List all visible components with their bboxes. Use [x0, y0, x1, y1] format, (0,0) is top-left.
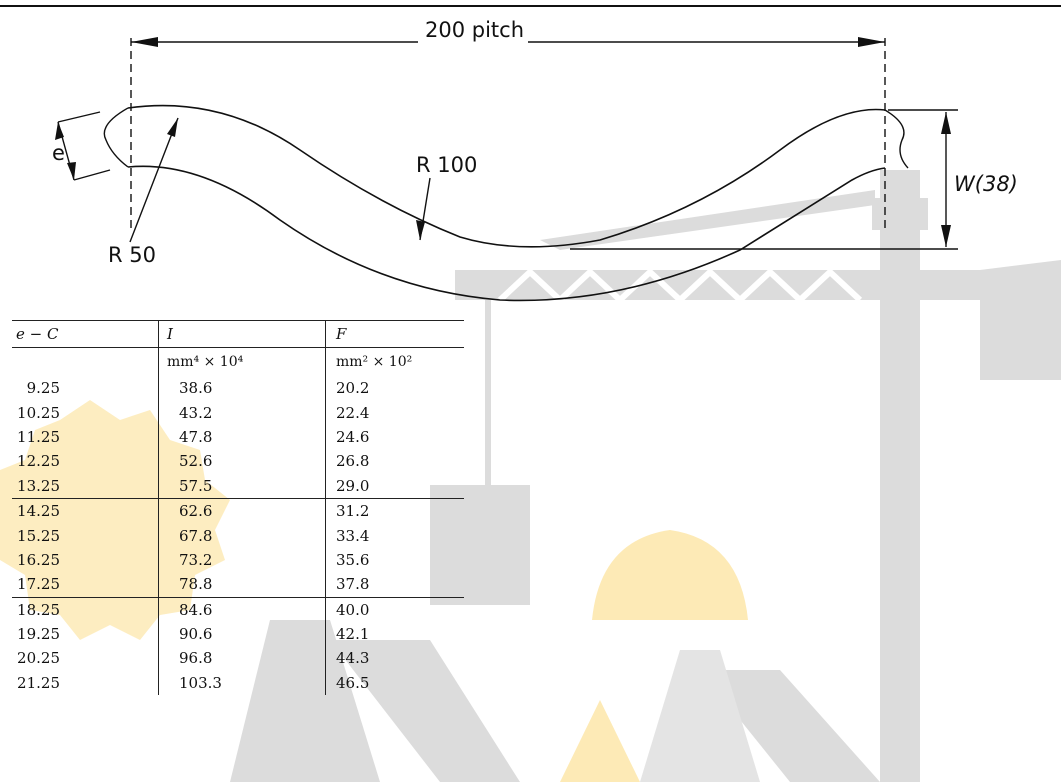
cell-e-minus-c: 18.25 [17, 600, 60, 619]
e-label: e [52, 141, 65, 165]
cell-e-minus-c: 11.25 [17, 427, 60, 446]
cell-e-minus-c: 17.25 [17, 575, 60, 594]
cell-i: 57.5 [158, 473, 326, 499]
r50-arrowhead [167, 118, 178, 137]
cell-i: 73.2 [158, 547, 326, 573]
watermark-truss [497, 267, 863, 305]
cell-f: 26.8 [325, 449, 464, 474]
cell-f: 33.4 [325, 523, 464, 548]
cell-e-minus-c: 16.25 [17, 550, 60, 569]
r50-leader [129, 117, 179, 243]
cell-f: 20.2 [325, 376, 464, 401]
cell-i: 78.8 [158, 572, 326, 598]
profile-lower-edge [127, 165, 886, 302]
pitch-arrow-left [131, 37, 158, 47]
cell-i: 62.6 [158, 497, 326, 524]
cell-e-minus-c: 9.25 [26, 379, 60, 398]
header-f: F [325, 320, 464, 348]
cell-e-minus-c: 19.25 [17, 625, 60, 644]
cell-i: 47.8 [158, 424, 326, 450]
cell-i: 38.6 [158, 376, 326, 401]
right-break-line [884, 109, 909, 169]
cell-f: 37.8 [325, 572, 464, 598]
cell-f: 29.0 [325, 473, 464, 499]
cell-f: 40.0 [325, 596, 464, 622]
e-arrow-bottom [67, 162, 76, 180]
cell-i: 103.3 [158, 670, 326, 696]
cell-f: 24.6 [325, 424, 464, 450]
units-f: mm² × 10² [325, 347, 464, 376]
e-arrow-top [55, 122, 64, 140]
cell-e-minus-c: 14.25 [17, 502, 60, 521]
header-e-minus-c: e − C [12, 320, 159, 348]
r100-arrowhead [416, 220, 425, 240]
cell-i: 90.6 [158, 621, 326, 647]
cell-e-minus-c: 13.25 [17, 476, 60, 495]
cell-i: 84.6 [158, 596, 326, 622]
units-e-minus-c [12, 348, 159, 377]
units-i: mm⁴ × 10⁴ [158, 347, 326, 376]
cell-e-minus-c: 21.25 [17, 673, 60, 692]
e-extension-top [57, 111, 101, 123]
top-rule [0, 5, 1061, 7]
cell-e-minus-c: 20.25 [17, 649, 60, 668]
cell-f: 44.3 [325, 646, 464, 671]
units-row: mm⁴ × 10⁴ mm² × 10² [12, 347, 464, 377]
cell-f: 22.4 [325, 400, 464, 425]
pitch-label: 200 pitch [425, 18, 524, 42]
cell-f: 31.2 [325, 497, 464, 524]
r100-label: R 100 [416, 153, 477, 177]
header-i: I [158, 320, 326, 348]
cell-f: 42.1 [325, 621, 464, 647]
r50-label: R 50 [108, 243, 156, 267]
cell-f: 35.6 [325, 547, 464, 573]
cell-e-minus-c: 10.25 [17, 403, 60, 422]
cell-i: 67.8 [158, 523, 326, 548]
cell-i: 43.2 [158, 400, 326, 425]
cell-f: 46.5 [325, 670, 464, 696]
cell-e-minus-c: 15.25 [17, 526, 60, 545]
pitch-label-bg [418, 14, 528, 44]
cell-i: 96.8 [158, 646, 326, 671]
e-extension-bottom [73, 169, 111, 181]
w-arrow-bottom [941, 225, 951, 247]
table-header-row: e − C I F [12, 320, 464, 348]
pitch-arrow-right [858, 37, 885, 47]
strip-profile-drawing: 200 pitch e R 50 R 100 W(38) [52, 14, 1018, 302]
w-arrow-top [941, 112, 951, 134]
cell-e-minus-c: 12.25 [17, 452, 60, 471]
cell-i: 52.6 [158, 449, 326, 474]
profile-upper-edge [127, 104, 886, 248]
w-label: W(38) [954, 172, 1018, 196]
left-break-line [103, 107, 129, 168]
